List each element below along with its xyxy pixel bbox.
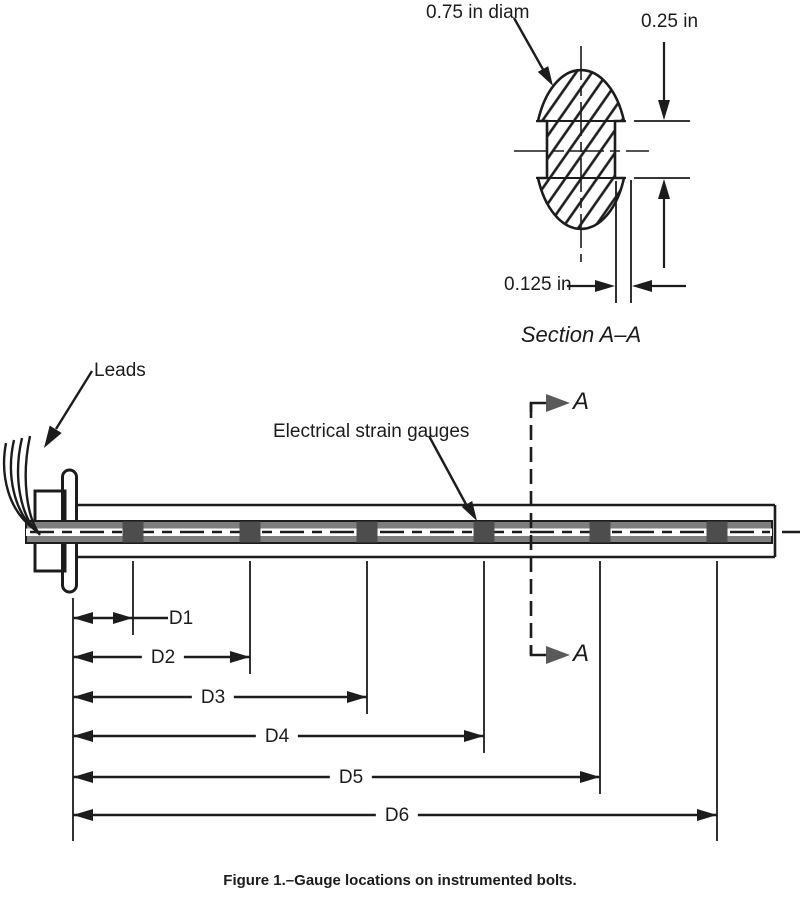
- leads-leader-arrow: [44, 370, 94, 448]
- strain-gauge-6: [706, 521, 728, 543]
- strain-gauge-2: [239, 521, 261, 543]
- section-arrow-bottom: [546, 646, 570, 664]
- lead-wires: [2, 435, 41, 536]
- strain-gauges-leader-arrow: [427, 435, 477, 521]
- dimension-label-D1: D1: [168, 607, 194, 629]
- strain-gauge-1: [122, 521, 144, 543]
- diameter-leader-arrow: [512, 17, 553, 86]
- strain-gauges-label: Electrical strain gauges: [273, 421, 470, 442]
- dimension-label-D6: D6: [375, 804, 419, 827]
- dimension-D1: [73, 561, 168, 635]
- strain-gauge-5: [589, 521, 611, 543]
- dimension-label-D4: D4: [255, 725, 299, 748]
- strain-gauge-4: [473, 521, 495, 543]
- flat-0125-label: 0.125 in: [504, 274, 572, 295]
- section-detail-drawing: [512, 17, 690, 303]
- gauge-channel: [25, 520, 773, 544]
- leads-label: Leads: [94, 360, 146, 381]
- section-title: Section A–A: [520, 322, 642, 347]
- dimension-D3: [73, 561, 368, 714]
- section-marker-a-top: A: [573, 388, 590, 415]
- strain-gauges: [122, 521, 728, 543]
- section-height-dimension: [634, 42, 690, 268]
- strain-gauge-3: [356, 521, 378, 543]
- dimension-D6: [73, 561, 718, 841]
- width-025-label: 0.25 in: [641, 11, 699, 32]
- dimension-lines: [72, 561, 718, 841]
- flat-depth-dimension: [567, 180, 686, 303]
- section-marker-a-bottom: A: [573, 640, 590, 667]
- bolt-drawing: [2, 370, 800, 594]
- figure-caption: Figure 1.–Gauge locations on instrumente…: [223, 872, 577, 889]
- section-cut-line: [529, 394, 570, 664]
- dimension-label-D5: D5: [329, 766, 373, 789]
- center-lines: [514, 46, 649, 262]
- section-arrow-top: [546, 394, 570, 412]
- dimension-D5: [73, 561, 601, 794]
- dimension-label-D2: D2: [141, 646, 185, 669]
- dimension-label-D3: D3: [191, 686, 235, 709]
- diameter-label: 0.75 in diam: [426, 2, 530, 23]
